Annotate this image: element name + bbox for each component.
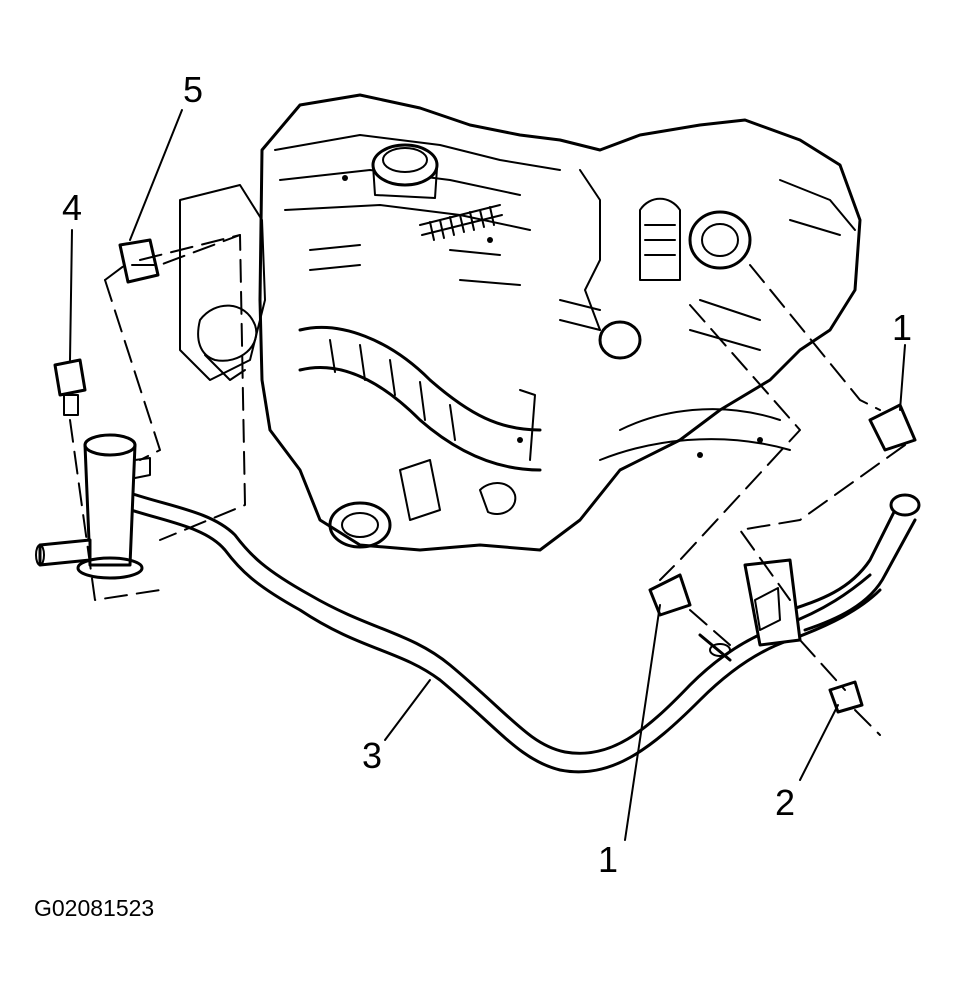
callout-1-lower: 1 [598,839,619,880]
figure-id: G02081523 [34,895,155,921]
callout-2: 2 [775,782,796,823]
callout-3: 3 [362,735,383,776]
dashed-guides [69,234,906,736]
bolt-4-icon [53,358,87,397]
clip-5-icon [118,238,160,284]
callout-1-upper: 1 [892,307,913,348]
callout-4: 4 [62,187,83,228]
engine-assembly [179,93,862,552]
leader-lines [69,109,906,841]
callout-5: 5 [183,69,204,110]
nut-2-icon [828,680,864,714]
clip-1-upper-icon [868,403,917,452]
clip-1-lower-icon [648,573,692,617]
heater-pipe [35,433,921,774]
